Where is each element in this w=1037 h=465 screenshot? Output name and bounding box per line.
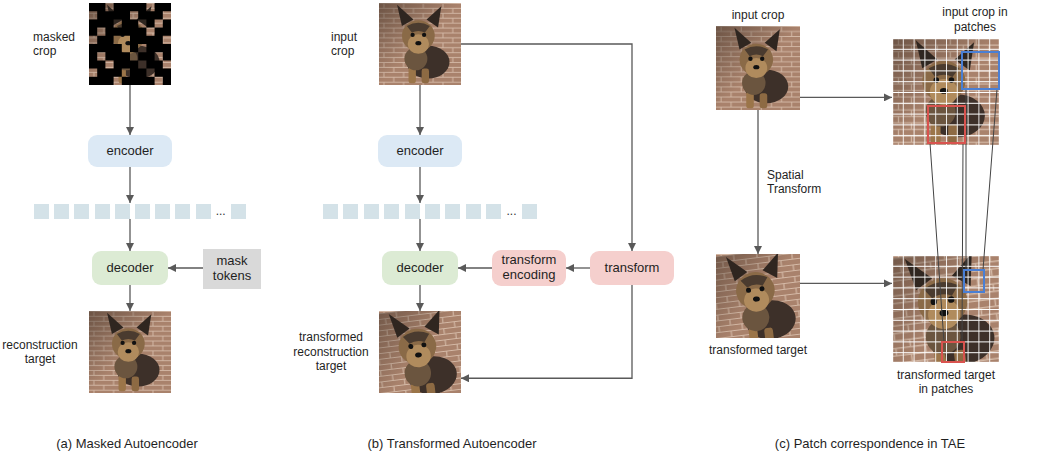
- arrow: [800, 97, 892, 98]
- masked-crop-picture: [89, 3, 171, 85]
- arrow: [129, 285, 130, 311]
- node-label: input crop: [732, 8, 785, 22]
- patch-highlight: [942, 342, 964, 362]
- patch-grid-picture: [892, 38, 1000, 146]
- token-square: [95, 204, 110, 219]
- token-square: [405, 204, 420, 219]
- token-square: [486, 204, 501, 219]
- node-label: transformed reconstruction target: [293, 330, 368, 373]
- arrow: [757, 110, 758, 254]
- token-square: [115, 204, 130, 219]
- decoder-box: decoder: [92, 251, 168, 285]
- arrow: [129, 85, 130, 135]
- node-label: encoder: [397, 144, 444, 159]
- arrow: [419, 85, 420, 135]
- node-label: reconstruction target: [2, 338, 77, 366]
- patch-grid-image: input crop in patches: [892, 38, 1000, 146]
- token-square: [54, 204, 69, 219]
- edge-label: Spatial Transform: [767, 168, 821, 196]
- arrow: [458, 267, 492, 268]
- mask-token-box: mask tokens: [203, 249, 261, 289]
- arrow: [461, 44, 632, 251]
- node-label: transformed target: [709, 343, 807, 357]
- caption: (c) Patch correspondence in TAE: [775, 436, 965, 451]
- reconstruction-picture: [89, 311, 171, 393]
- masked-crop-image: masked crop: [89, 3, 171, 85]
- arrow: [419, 167, 420, 203]
- correspondence-lines: [930, 89, 997, 342]
- correspondence-line: [966, 89, 997, 270]
- token-square: [343, 204, 358, 219]
- node-label: decoder: [107, 261, 154, 276]
- node-label: masked crop: [33, 30, 75, 58]
- arrow: [800, 283, 892, 284]
- node-label: decoder: [397, 261, 444, 276]
- transformed-crop-picture: [705, 246, 813, 354]
- token-square: [384, 204, 399, 219]
- node-label: encoder: [107, 144, 154, 159]
- patch-highlight: [928, 106, 965, 143]
- input-crop-image: input crop: [379, 3, 461, 85]
- arrow: [129, 167, 130, 203]
- arrow: [129, 219, 130, 251]
- decoder-box: decoder: [382, 251, 458, 285]
- node-label: transformed target in patches: [897, 368, 995, 396]
- token-square: [74, 204, 89, 219]
- token-row: ...: [323, 203, 537, 219]
- patch-grid-picture: [877, 245, 1015, 383]
- node-label: input crop: [331, 30, 357, 58]
- correspondence-line: [930, 143, 963, 342]
- node-label: ...: [216, 205, 226, 217]
- patch-highlight: [964, 270, 984, 292]
- token-square: [522, 204, 537, 219]
- reconstruction-image: reconstruction target: [89, 311, 171, 393]
- token-square: [175, 204, 190, 219]
- node-label: transform: [605, 261, 660, 276]
- encoder-box: encoder: [88, 135, 172, 167]
- arrow: [461, 285, 632, 378]
- arrow: [566, 267, 590, 268]
- patch-highlight: [962, 52, 999, 89]
- node-label: ...: [507, 205, 517, 217]
- token-square: [466, 204, 481, 219]
- token-square: [155, 204, 170, 219]
- caption: (a) Masked Autoencoder: [56, 436, 198, 451]
- token-square: [364, 204, 379, 219]
- transform-encoding-box: transform encoding: [492, 250, 566, 286]
- transformed-crop-image: transformed target: [716, 254, 800, 338]
- transformed-target-image: transformed reconstruction target: [379, 311, 461, 393]
- node-label: transform encoding: [499, 253, 559, 283]
- encoder-box: encoder: [378, 135, 462, 167]
- node-label: mask tokens: [210, 254, 254, 284]
- token-square: [34, 204, 49, 219]
- transformed-reconstruction-picture: [368, 303, 473, 408]
- edge-label-holder: Spatial Transform: [767, 168, 833, 197]
- arrow: [419, 285, 420, 311]
- token-square: [231, 204, 246, 219]
- node-label: input crop in patches: [942, 5, 1007, 33]
- token-square: [135, 204, 150, 219]
- token-square: [425, 204, 440, 219]
- input-crop-picture: [379, 3, 461, 85]
- arrow: [168, 267, 203, 268]
- caption: (b) Transformed Autoencoder: [367, 436, 536, 451]
- arrow: [419, 219, 420, 251]
- transform-box: transform: [590, 251, 674, 285]
- input-crop-image: input crop: [716, 26, 800, 110]
- token-row: ...: [34, 203, 246, 219]
- token-square: [196, 204, 211, 219]
- patch-grid-image: transformed target in patches: [892, 255, 1000, 363]
- token-square: [445, 204, 460, 219]
- token-square: [323, 204, 338, 219]
- input-crop-picture: [716, 26, 800, 110]
